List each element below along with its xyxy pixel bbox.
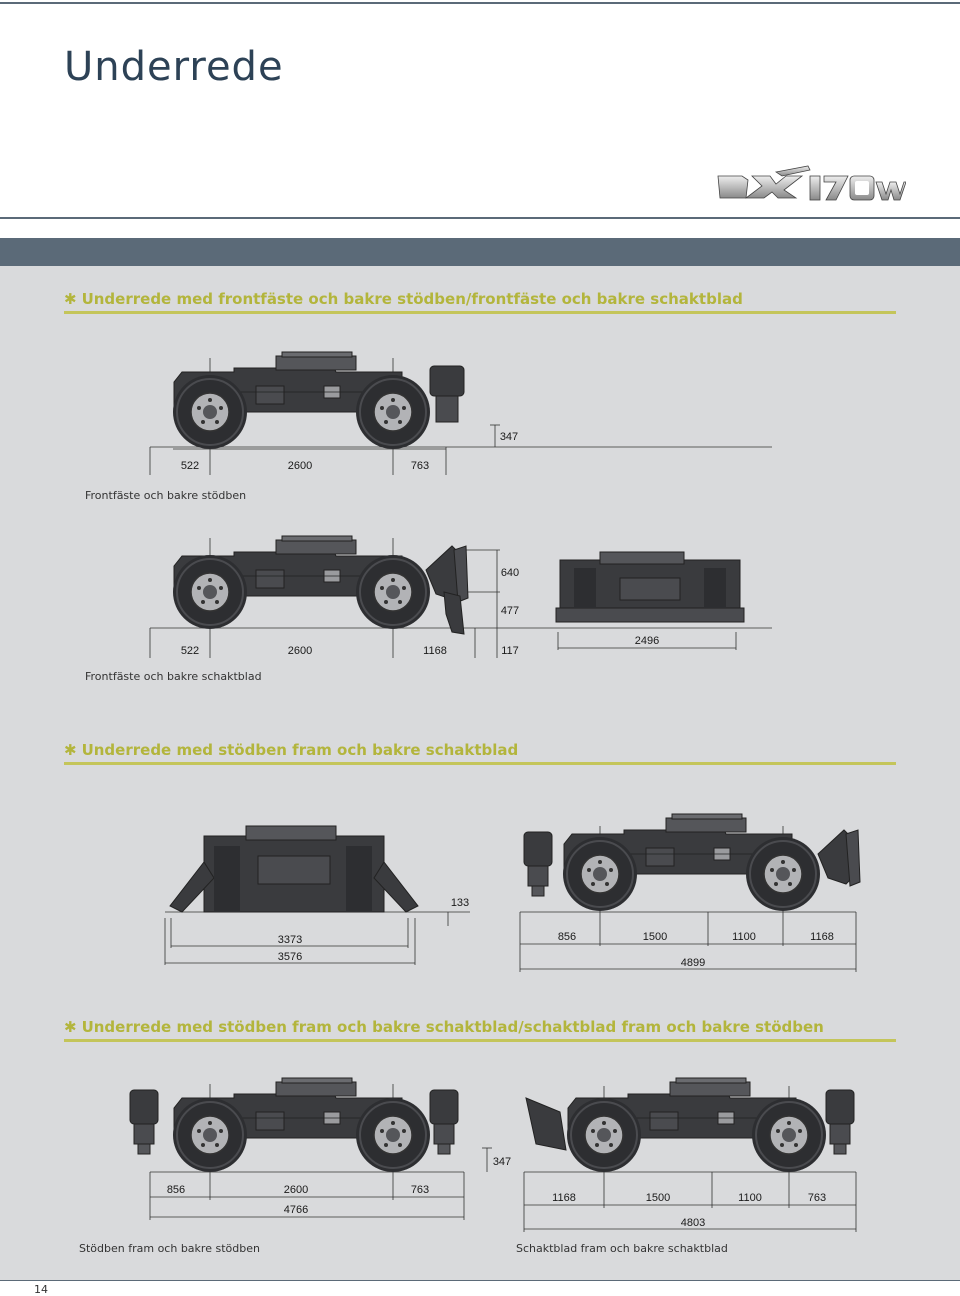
dim-label: 1168 [552,1192,576,1204]
bullet-star-icon: ✱ [64,741,77,759]
dim-label: 1500 [643,931,667,943]
dim-label: 1100 [738,1192,762,1204]
header-rule [0,217,960,219]
caption-outriggers-front-rear: Stödben fram och bakre stödben [79,1242,260,1255]
undercarriage-front-view-outriggers [169,825,419,913]
dim-label: 763 [411,460,429,472]
dim-label: 2496 [635,635,659,647]
dim-label: 133 [451,897,469,909]
section-title-text: Underrede med stödben fram och bakre sch… [81,1018,824,1036]
caption-front-mount-rear-outriggers: Frontfäste och bakre stödben [85,489,247,502]
dx170w-logo [717,165,906,201]
dim-label: 522 [181,460,199,472]
bullet-star-icon: ✱ [64,1018,77,1036]
caption-front-mount-rear-blade: Frontfäste och bakre schaktblad [85,670,262,683]
panel-band [0,238,960,266]
dim-label: 3373 [278,934,302,946]
page-number: 14 [34,1283,48,1296]
dim-label: 763 [808,1192,826,1204]
page-title: Underrede [64,44,284,90]
undercarriage-side-outriggers-blade [523,813,861,912]
section-title-text: Underrede med stödben fram och bakre sch… [81,741,519,759]
section-title-3: ✱Underrede med stödben fram och bakre sc… [64,1018,896,1042]
dim-label: 2600 [288,645,312,657]
dim-label: 640 [501,567,519,579]
dim-label: 4899 [681,957,705,969]
caption-blade-front-rear: Schaktblad fram och bakre schaktblad [516,1242,728,1255]
dim-label: 4766 [284,1204,308,1216]
dim-label: 522 [181,645,199,657]
dim-label: 856 [167,1184,185,1196]
dim-label: 347 [500,431,518,443]
dim-label: 856 [558,931,576,943]
top-rule [0,2,960,4]
dim-label: 117 [501,645,519,657]
undercarriage-side-outriggers-front-rear [129,1077,459,1173]
dim-label: 347 [493,1156,511,1168]
undercarriage-side-front-mount-outriggers [172,351,465,450]
dim-label: 1100 [732,931,756,943]
dim-label: 2600 [284,1184,308,1196]
dim-label: 477 [501,605,519,617]
undercarriage-front-view [555,551,745,623]
dim-label: 1168 [810,931,834,943]
bullet-star-icon: ✱ [64,290,77,308]
dim-label: 4803 [681,1217,705,1229]
undercarriage-side-front-mount-blade [172,535,469,635]
dim-label: 1500 [646,1192,670,1204]
dim-label: 3576 [278,951,302,963]
dim-label: 763 [411,1184,429,1196]
dim-label: 2600 [288,460,312,472]
section-title-1: ✱Underrede med frontfäste och bakre stöd… [64,290,896,314]
section-title-2: ✱Underrede med stödben fram och bakre sc… [64,741,896,765]
section-title-text: Underrede med frontfäste och bakre stödb… [81,290,743,308]
dim-label: 1168 [423,645,447,657]
footer-rule [0,1280,960,1281]
undercarriage-side-blade-front-rear [525,1077,855,1173]
